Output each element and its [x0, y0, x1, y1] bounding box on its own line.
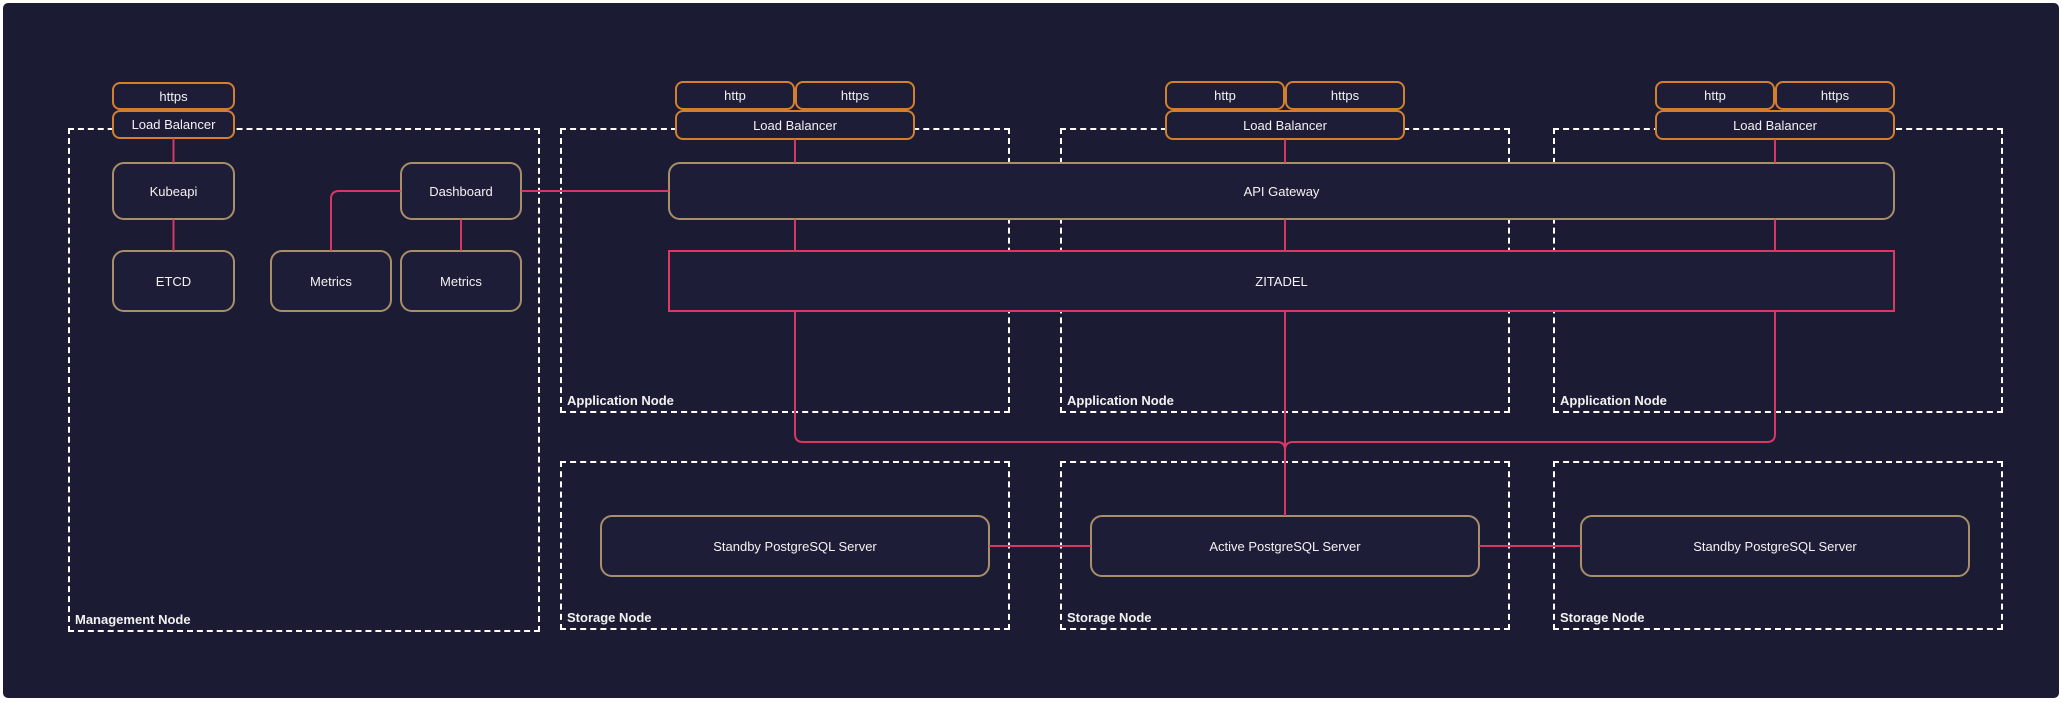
node-lb3-https: https — [1775, 81, 1895, 110]
node-api-gateway: API Gateway — [668, 162, 1895, 220]
group-label-storage-3: Storage Node — [1560, 610, 1645, 625]
group-label-application-1: Application Node — [567, 393, 674, 408]
group-label-management: Management Node — [75, 612, 191, 627]
node-dashboard: Dashboard — [400, 162, 522, 220]
node-pg-standby-left: Standby PostgreSQL Server — [600, 515, 990, 577]
node-mgmt-load-balancer: Load Balancer — [112, 110, 235, 139]
node-kubeapi: Kubeapi — [112, 162, 235, 220]
node-metrics-left: Metrics — [270, 250, 392, 312]
group-label-storage-2: Storage Node — [1067, 610, 1152, 625]
group-management-node: Management Node — [68, 128, 540, 632]
node-pg-active: Active PostgreSQL Server — [1090, 515, 1480, 577]
group-label-storage-1: Storage Node — [567, 610, 652, 625]
node-lb3-load-balancer: Load Balancer — [1655, 110, 1895, 140]
node-lb2-https: https — [1285, 81, 1405, 110]
node-pg-standby-right: Standby PostgreSQL Server — [1580, 515, 1970, 577]
node-lb3-http: http — [1655, 81, 1775, 110]
node-lb1-load-balancer: Load Balancer — [675, 110, 915, 140]
group-label-application-3: Application Node — [1560, 393, 1667, 408]
node-lb1-https: https — [795, 81, 915, 110]
node-lb2-http: http — [1165, 81, 1285, 110]
node-lb2-load-balancer: Load Balancer — [1165, 110, 1405, 140]
node-lb1-http: http — [675, 81, 795, 110]
node-mgmt-https: https — [112, 82, 235, 110]
node-metrics-right: Metrics — [400, 250, 522, 312]
group-label-application-2: Application Node — [1067, 393, 1174, 408]
node-etcd: ETCD — [112, 250, 235, 312]
node-zitadel: ZITADEL — [668, 250, 1895, 312]
